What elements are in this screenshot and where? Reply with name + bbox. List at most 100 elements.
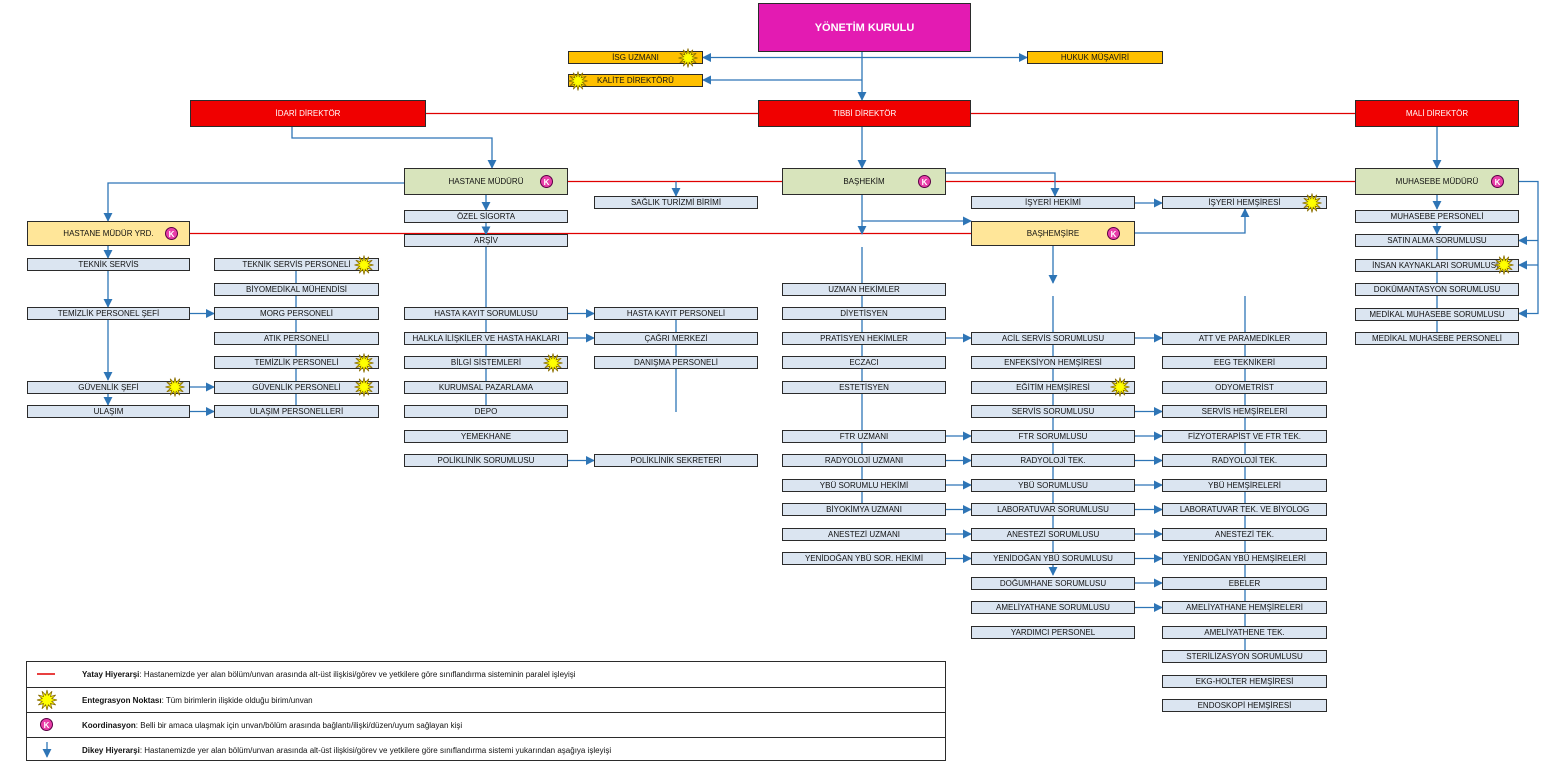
box-label: İNSAN KAYNAKLARI SORUMLUSU (1372, 260, 1502, 270)
box-label: AMELİYATHENE TEK. (1204, 627, 1285, 637)
blue-connector (103, 182, 404, 222)
box-label: ECZACI (849, 358, 879, 367)
box-label: YENİDOĞAN YBÜ HEMŞİRELERİ (1183, 554, 1306, 563)
box-c7_13: EBELER (1162, 576, 1327, 590)
box-c3_2: HASTA KAYIT SORUMLUSU (404, 307, 568, 320)
legend-row-coordination: K Koordinasyon: Belli bir amaca ulaşmak … (27, 712, 945, 737)
box-c2_5: GÜVENLİK PERSONELİ (214, 380, 379, 394)
box-c1_6: ULAŞIM (27, 405, 190, 418)
box-label: TEMİZLİK PERSONELİ (254, 358, 339, 367)
box-idari: İDARİ DİREKTÖR (190, 100, 426, 127)
box-label: ATIK PERSONELİ (263, 333, 330, 343)
box-label: ÇAĞRI MERKEZİ (644, 333, 708, 343)
box-c5_8: RADYOLOJİ UZMANI (782, 454, 946, 467)
star-burst-icon (354, 352, 374, 373)
box-label: AMELİYATHANE HEMŞİRELERİ (1185, 603, 1304, 612)
box-label: TEKNİK SERVİS (78, 260, 139, 269)
box-c5_12: YENİDOĞAN YBÜ SOR. HEKİMİ (782, 552, 946, 565)
box-label: GÜVENLİK PERSONELİ (252, 382, 341, 392)
box-c2_1: BİYOMEDİKAL MÜHENDİSİ (214, 282, 379, 296)
box-label: ÖZEL SİGORTA (456, 211, 516, 221)
star-burst-icon (1110, 377, 1130, 397)
down-arrow-icon (42, 742, 52, 758)
k-badge-icon: K (918, 174, 931, 188)
box-c3_5: KURUMSAL PAZARLAMA (404, 380, 568, 394)
box-c6_15: YARDIMCI PERSONEL (971, 625, 1135, 639)
box-label: YBÜ SORUMLU HEKİMİ (819, 480, 909, 490)
box-ihs: İŞYERİ HEMŞİRESİ (1162, 196, 1327, 209)
red-line-icon (37, 673, 55, 675)
box-label: EKG-HOLTER HEMŞİRESİ (1195, 676, 1294, 686)
box-label: YÖNETİM KURULU (814, 21, 915, 34)
legend: Yatay Hiyerarşi: Hastanemizde yer alan b… (26, 661, 946, 761)
box-c8_1: MUHASEBE PERSONELİ (1355, 209, 1519, 223)
box-label: PRATİSYEN HEKİMLER (820, 333, 908, 343)
box-c6_11: ANESTEZİ SORUMLUSU (971, 527, 1135, 541)
box-c7_14: AMELİYATHANE HEMŞİRELERİ (1162, 601, 1327, 614)
box-c8_6: MEDİKAL MUHASEBE PERSONELİ (1355, 332, 1519, 345)
box-c2_2: MORG PERSONELİ (214, 307, 379, 320)
legend-title: Koordinasyon (82, 721, 136, 730)
box-c7_16: STERİLİZASYON SORUMLUSU (1162, 650, 1327, 663)
legend-row-horizontal: Yatay Hiyerarşi: Hastanemizde yer alan b… (27, 662, 945, 687)
box-label: ULAŞIM PERSONELLERİ (249, 407, 344, 416)
box-label: FTR UZMANI (839, 431, 889, 441)
box-label: ODYOMETRİST (1215, 382, 1274, 392)
box-c6_6: SERVİS SORUMLUSU (971, 405, 1135, 418)
box-label: EĞİTİM HEMŞİRESİ (1016, 382, 1090, 392)
box-label: DEPO (474, 407, 498, 416)
box-yk: YÖNETİM KURULU (758, 3, 971, 52)
box-label: YARDIMCI PERSONEL (1010, 627, 1096, 637)
box-label: ATT VE PARAMEDİKLER (1198, 333, 1291, 343)
box-label: POLİKLİNİK SORUMLUSU (437, 456, 535, 465)
box-label: DİYETİSYEN (840, 309, 888, 318)
box-tibbi: TIBBİ DİREKTÖR (758, 100, 971, 127)
box-label: EBELER (1228, 578, 1261, 588)
legend-row-vertical: Dikey Hiyerarşi: Hastanemizde yer alan b… (27, 737, 945, 762)
box-label: RADYOLOJİ TEK. (1020, 456, 1086, 465)
box-c5_5: ESTETİSYEN (782, 380, 946, 394)
box-c8_3: İNSAN KAYNAKLARI SORUMLUSU (1355, 258, 1519, 272)
box-label: ANESTEZİ SORUMLUSU (1006, 529, 1100, 539)
box-label: RADYOLOJİ UZMANI (824, 456, 904, 465)
k-badge-icon: K (540, 174, 553, 188)
box-label: YENİDOĞAN YBÜ SORUMLUSU (993, 554, 1113, 563)
box-label: DOĞUMHANE SORUMLUSU (999, 578, 1107, 588)
box-c6_10: LABORATUVAR SORUMLUSU (971, 503, 1135, 516)
box-label: HASTA KAYIT SORUMLUSU (434, 309, 538, 318)
box-c6_4: ENFEKSİYON HEMŞİRESİ (971, 356, 1135, 369)
box-label: DOKÜMANTASYON SORUMLUSU (1373, 285, 1501, 294)
box-label: FTR SORUMLUSU (1018, 431, 1088, 441)
box-c6_14: AMELİYATHANE SORUMLUSU (971, 601, 1135, 614)
k-badge-icon: K (1491, 174, 1504, 188)
box-c2_0: TEKNİK SERVİS PERSONELİ (214, 258, 379, 271)
box-mali: MALİ DİREKTÖR (1355, 100, 1519, 127)
box-label: HALKLA İLİŞKİLER VE HASTA HAKLARI (412, 333, 560, 343)
legend-title: Entegrasyon Noktası (82, 696, 162, 705)
box-c6_13: DOĞUMHANE SORUMLUSU (971, 576, 1135, 590)
box-label: ANESTEZİ TEK. (1215, 529, 1274, 539)
box-label: MALİ DİREKTÖR (1405, 109, 1469, 118)
box-isg: İSG UZMANI (568, 51, 703, 64)
box-c3_7: YEMEKHANE (404, 429, 568, 443)
box-label: BİYOMEDİKAL MÜHENDİSİ (245, 284, 348, 294)
box-c7_7: FİZYOTERAPİST VE FTR TEK. (1162, 429, 1327, 443)
box-c4_2: HASTA KAYIT PERSONELİ (594, 307, 758, 320)
box-label: MORG PERSONELİ (260, 309, 333, 318)
box-c3_8: POLİKLİNİK SORUMLUSU (404, 454, 568, 467)
legend-title: Dikey Hiyerarşi (82, 746, 140, 755)
box-label: SERVİS SORUMLUSU (1011, 407, 1095, 416)
box-c7_15: AMELİYATHENE TEK. (1162, 625, 1327, 639)
box-label: HUKUK MÜŞAVİRİ (1060, 53, 1130, 62)
box-label: YBÜ HEMŞİRELERİ (1208, 480, 1281, 490)
k-badge-icon: K (1107, 226, 1120, 240)
box-c7_4: EEG TEKNİKERİ (1162, 356, 1327, 369)
box-label: HASTA KAYIT PERSONELİ (626, 309, 726, 318)
box-label: HASTANE MÜDÜR YRD. (63, 229, 154, 238)
box-c6_9: YBÜ SORUMLUSU (971, 478, 1135, 492)
box-label: SERVİS HEMŞİRELERİ (1201, 407, 1288, 416)
box-label: EEG TEKNİKERİ (1213, 358, 1276, 367)
box-c4_8: POLİKLİNİK SEKRETERİ (594, 454, 758, 467)
box-c7_17: EKG-HOLTER HEMŞİRESİ (1162, 674, 1327, 688)
box-label: YENİDOĞAN YBÜ SOR. HEKİMİ (804, 554, 924, 563)
